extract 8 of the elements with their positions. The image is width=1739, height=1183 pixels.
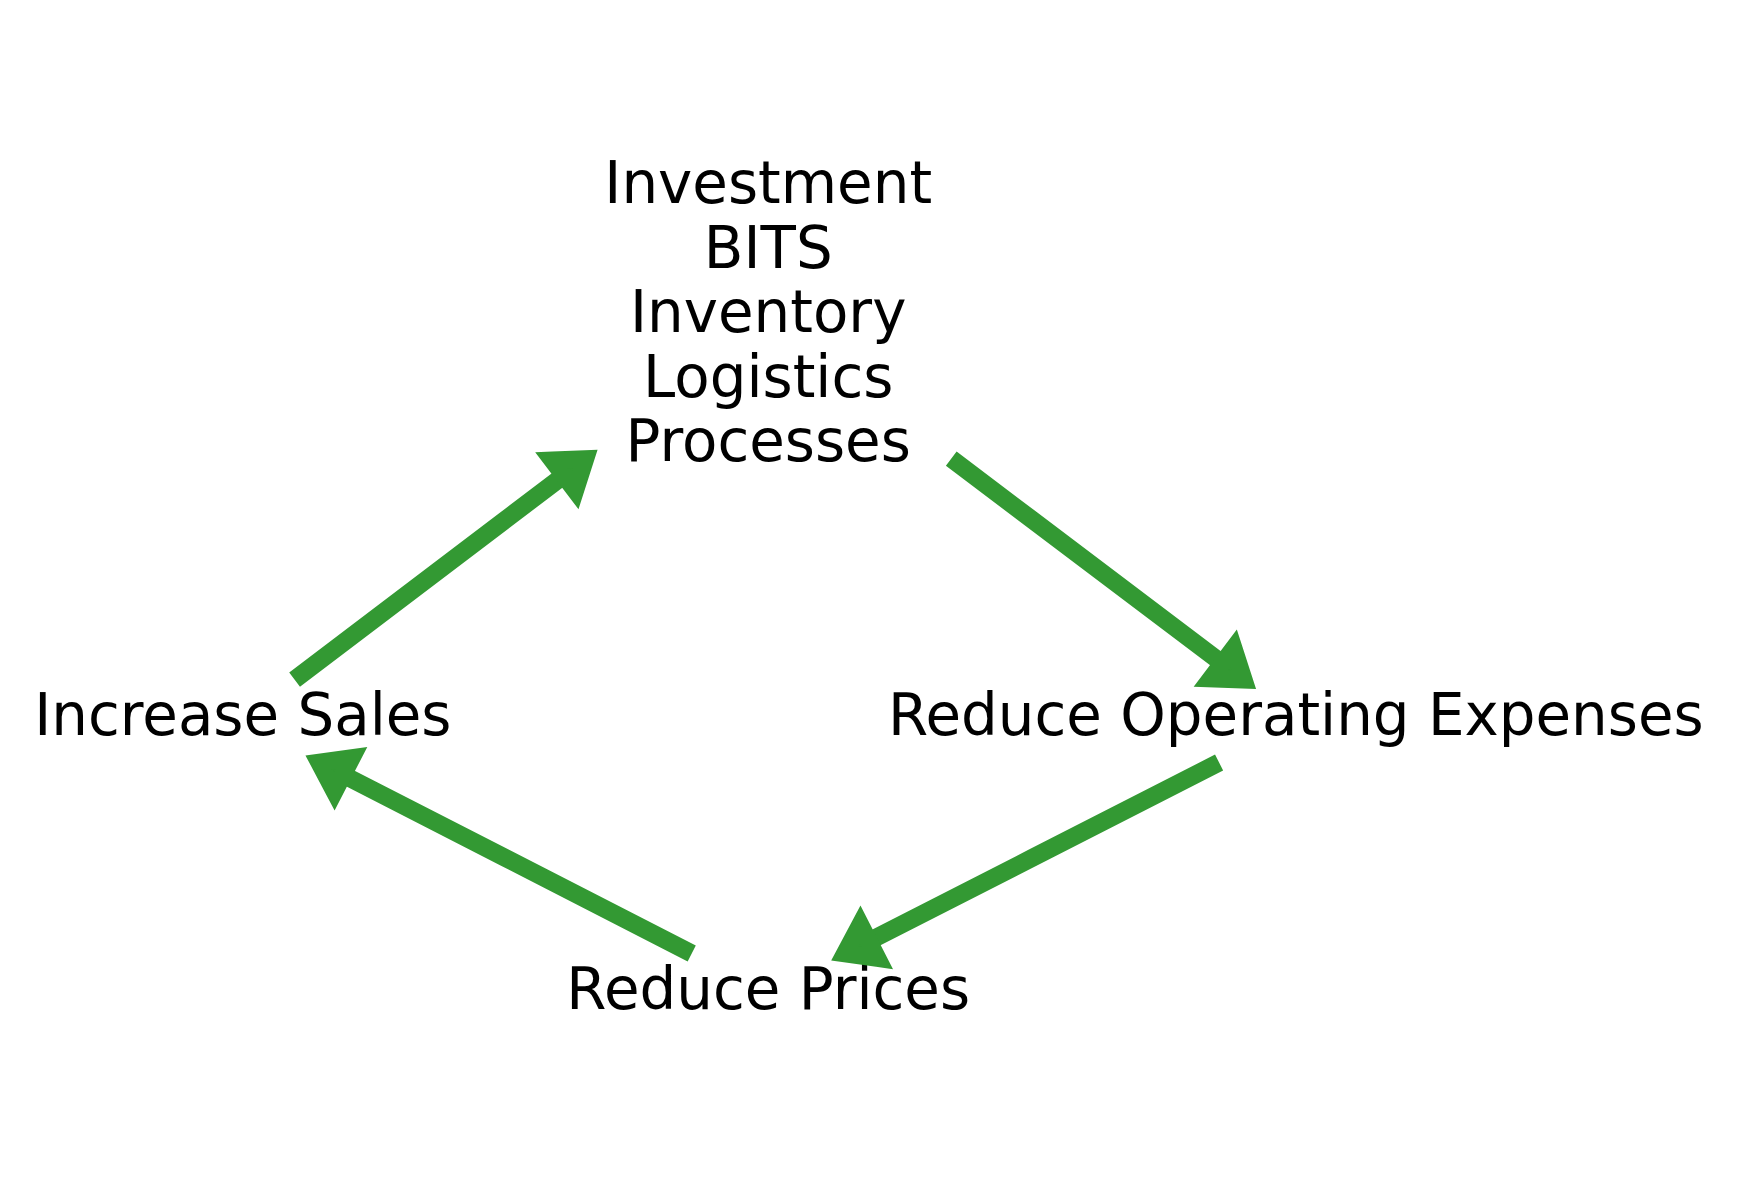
node-text: Reduce Prices	[566, 954, 971, 1023]
arrow	[831, 754, 1224, 969]
arrow	[305, 746, 696, 961]
arrow	[945, 451, 1257, 689]
node-text: Reduce Operating Expenses	[887, 680, 1704, 749]
node-text: Investment BITS Inventory Logistics Processes	[604, 148, 933, 475]
arrow	[289, 449, 598, 687]
node-text: Increase Sales	[34, 680, 452, 749]
